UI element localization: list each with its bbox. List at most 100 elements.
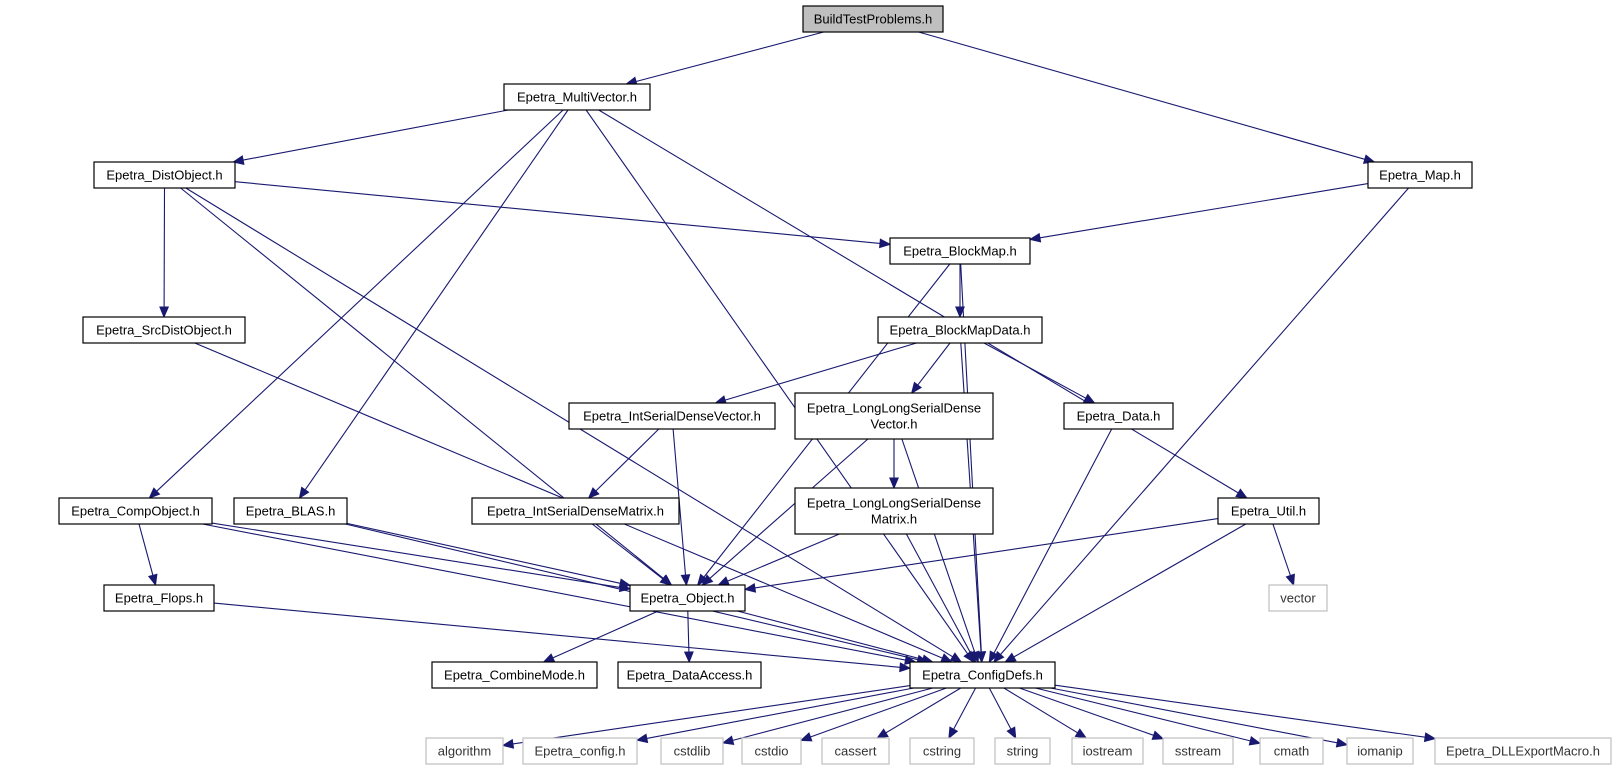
node-algorithm: algorithm	[425, 737, 504, 765]
node-map[interactable]: Epetra_Map.h	[1367, 161, 1473, 189]
edge-compobj-to-configdefs	[202, 523, 917, 665]
node-object[interactable]: Epetra_Object.h	[629, 584, 746, 612]
edge-compobj-to-flops	[138, 523, 158, 587]
node-box	[1217, 497, 1320, 525]
node-box	[821, 737, 890, 765]
node-label: cmath	[1274, 744, 1309, 759]
node-label: algorithm	[438, 744, 491, 759]
edge-llsdm-to-object	[717, 533, 840, 586]
edge-line	[732, 687, 933, 741]
edge-line	[1054, 684, 1426, 738]
edge-line	[1013, 523, 1247, 658]
node-box	[877, 316, 1043, 344]
edge-line	[1035, 687, 1251, 742]
node-isdm[interactable]: Epetra_IntSerialDenseMatrix.h	[471, 497, 680, 525]
node-util[interactable]: Epetra_Util.h	[1217, 497, 1320, 525]
node-srcdist[interactable]: Epetra_SrcDistObject.h	[82, 316, 246, 344]
node-label: string	[1007, 744, 1039, 759]
node-blas[interactable]: Epetra_BLAS.h	[233, 497, 348, 525]
node-box	[1071, 737, 1144, 765]
arrowhead-icon	[683, 651, 694, 664]
edge-line	[737, 610, 924, 661]
edge-line	[1000, 187, 1410, 655]
node-box	[794, 392, 994, 440]
node-box	[802, 5, 944, 33]
edge-isdm-to-object	[591, 523, 672, 586]
edge-configdefs-to-string	[988, 687, 1017, 740]
edge-mv-to-compobj	[148, 109, 564, 499]
edge-configdefs-to-cmath	[1035, 687, 1262, 746]
node-blockmapdata[interactable]: Epetra_BlockMapData.h	[877, 316, 1043, 344]
node-isdv[interactable]: Epetra_IntSerialDenseVector.h	[568, 402, 776, 430]
node-string: string	[994, 737, 1051, 765]
node-label: Epetra_config.h	[534, 744, 625, 759]
edge-line	[211, 522, 621, 588]
arrowhead-icon	[148, 487, 161, 499]
arrowhead-icon	[696, 573, 709, 587]
node-cstdlib: cstdlib	[660, 737, 724, 765]
arrowhead-icon	[948, 726, 959, 740]
edge-line	[552, 610, 659, 659]
arrowhead-icon	[721, 735, 735, 745]
node-combine[interactable]: Epetra_CombineMode.h	[431, 661, 598, 689]
node-label: cstdio	[755, 744, 789, 759]
arrowhead-icon	[1151, 730, 1165, 740]
arrowhead-icon	[1248, 735, 1262, 746]
node-mv[interactable]: Epetra_MultiVector.h	[503, 83, 651, 111]
node-box	[629, 584, 746, 612]
node-box	[1367, 161, 1473, 189]
arrowhead-icon	[743, 582, 757, 593]
node-box	[103, 584, 215, 612]
edge-configdefs-to-cstring	[948, 687, 977, 740]
edge-blockmapdata-to-data	[983, 342, 1096, 404]
edges-layer	[138, 31, 1437, 749]
arrowhead-icon	[1006, 726, 1017, 740]
node-label: Epetra_Flops.h	[115, 591, 203, 606]
node-root[interactable]: BuildTestProblems.h	[802, 5, 944, 33]
node-label: Epetra_MultiVector.h	[517, 90, 637, 105]
arrowhead-icon	[159, 306, 170, 319]
edge-configdefs-to-sstream	[1019, 687, 1165, 740]
node-cstdio: cstdio	[741, 737, 802, 765]
node-compobj[interactable]: Epetra_CompObject.h	[58, 497, 213, 525]
node-label: Epetra_DataAccess.h	[627, 668, 753, 683]
node-data[interactable]: Epetra_Data.h	[1063, 402, 1174, 430]
edge-line	[304, 109, 569, 491]
node-blockmap[interactable]: Epetra_BlockMap.h	[889, 237, 1031, 265]
node-distobj[interactable]: Epetra_DistObject.h	[93, 161, 236, 189]
edge-line	[754, 518, 1219, 589]
edge-configdefs-to-dllexport	[1054, 684, 1437, 743]
edge-blockmap-to-blockmapdata	[955, 264, 965, 319]
node-configdefs[interactable]: Epetra_ConfigDefs.h	[909, 661, 1056, 689]
edge-line	[156, 109, 564, 492]
node-box	[1268, 584, 1328, 612]
edge-mv-to-util	[598, 109, 1248, 499]
edge-line	[905, 533, 972, 654]
node-box	[1434, 737, 1612, 765]
arrowhead-icon	[1423, 732, 1437, 743]
node-dataaccess[interactable]: Epetra_DataAccess.h	[617, 661, 762, 689]
arrowhead-icon	[635, 733, 649, 744]
edge-line	[709, 438, 869, 579]
node-label: sstream	[1175, 744, 1221, 759]
arrowhead-icon	[1285, 573, 1295, 587]
node-flops[interactable]: Epetra_Flops.h	[103, 584, 215, 612]
edge-line	[1272, 523, 1291, 576]
edge-distobj-to-srcdist	[159, 187, 170, 319]
edge-line	[1050, 687, 1338, 744]
edge-line	[810, 687, 947, 738]
edge-isdv-to-isdm	[587, 428, 660, 499]
arrowhead-icon	[1335, 737, 1349, 748]
edge-line	[1003, 687, 1078, 734]
node-box	[93, 161, 236, 189]
edge-line	[138, 523, 154, 576]
node-label: iomanip	[1357, 744, 1403, 759]
arrowhead-icon	[542, 653, 556, 663]
node-cmath: cmath	[1259, 737, 1324, 765]
edge-line	[918, 31, 1365, 160]
edge-line	[585, 109, 969, 655]
